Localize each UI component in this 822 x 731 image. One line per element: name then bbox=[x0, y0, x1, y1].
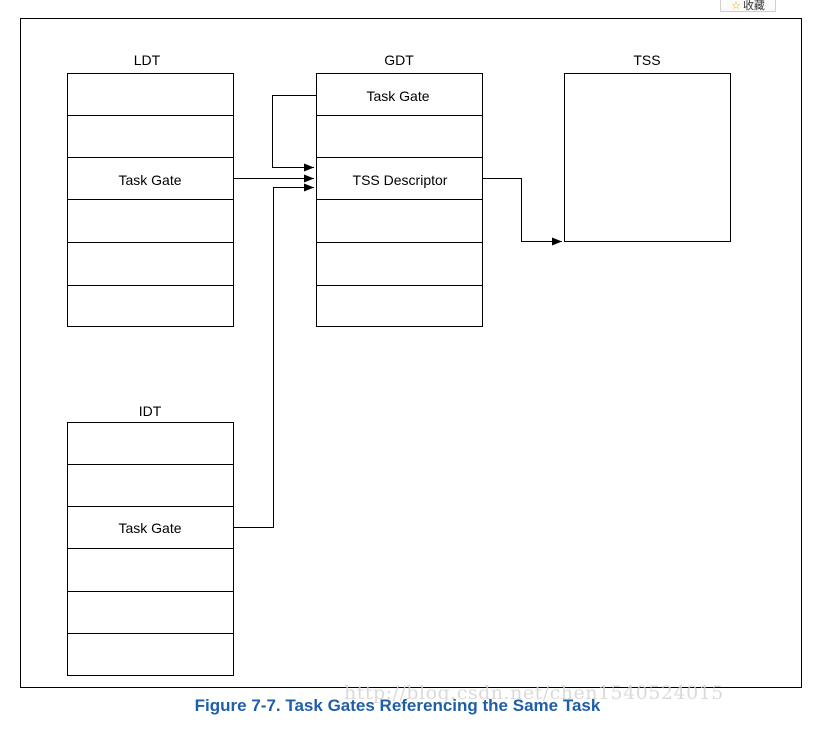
idt-table bbox=[67, 422, 234, 676]
ldt-table bbox=[67, 73, 234, 327]
watermark-text: http://blog.csdn.net/chen1540524015 bbox=[344, 682, 724, 704]
favorite-button[interactable]: ☆收藏 bbox=[720, 0, 776, 12]
gdt-task-gate-label: Task Gate bbox=[366, 88, 429, 104]
idt-gate-arrow bbox=[233, 183, 314, 528]
favorite-label: 收藏 bbox=[742, 0, 765, 12]
tss-descriptor-arrow bbox=[482, 178, 562, 246]
gdt-table bbox=[316, 73, 483, 327]
star-icon: ☆ bbox=[731, 0, 741, 12]
idt-task-gate-label: Task Gate bbox=[118, 520, 181, 536]
ldt-title: LDT bbox=[134, 52, 161, 68]
tss-box bbox=[564, 73, 731, 242]
gdt-tss-descriptor-label: TSS Descriptor bbox=[353, 172, 448, 188]
figure-caption: Figure 7-7. Task Gates Referencing the S… bbox=[194, 696, 601, 715]
figure-frame bbox=[20, 18, 802, 688]
ldt-task-gate-label: Task Gate bbox=[118, 172, 181, 188]
tss-title: TSS bbox=[633, 52, 660, 68]
idt-title: IDT bbox=[139, 403, 162, 419]
gdt-gate-arrow bbox=[272, 95, 317, 172]
gdt-title: GDT bbox=[384, 52, 414, 68]
